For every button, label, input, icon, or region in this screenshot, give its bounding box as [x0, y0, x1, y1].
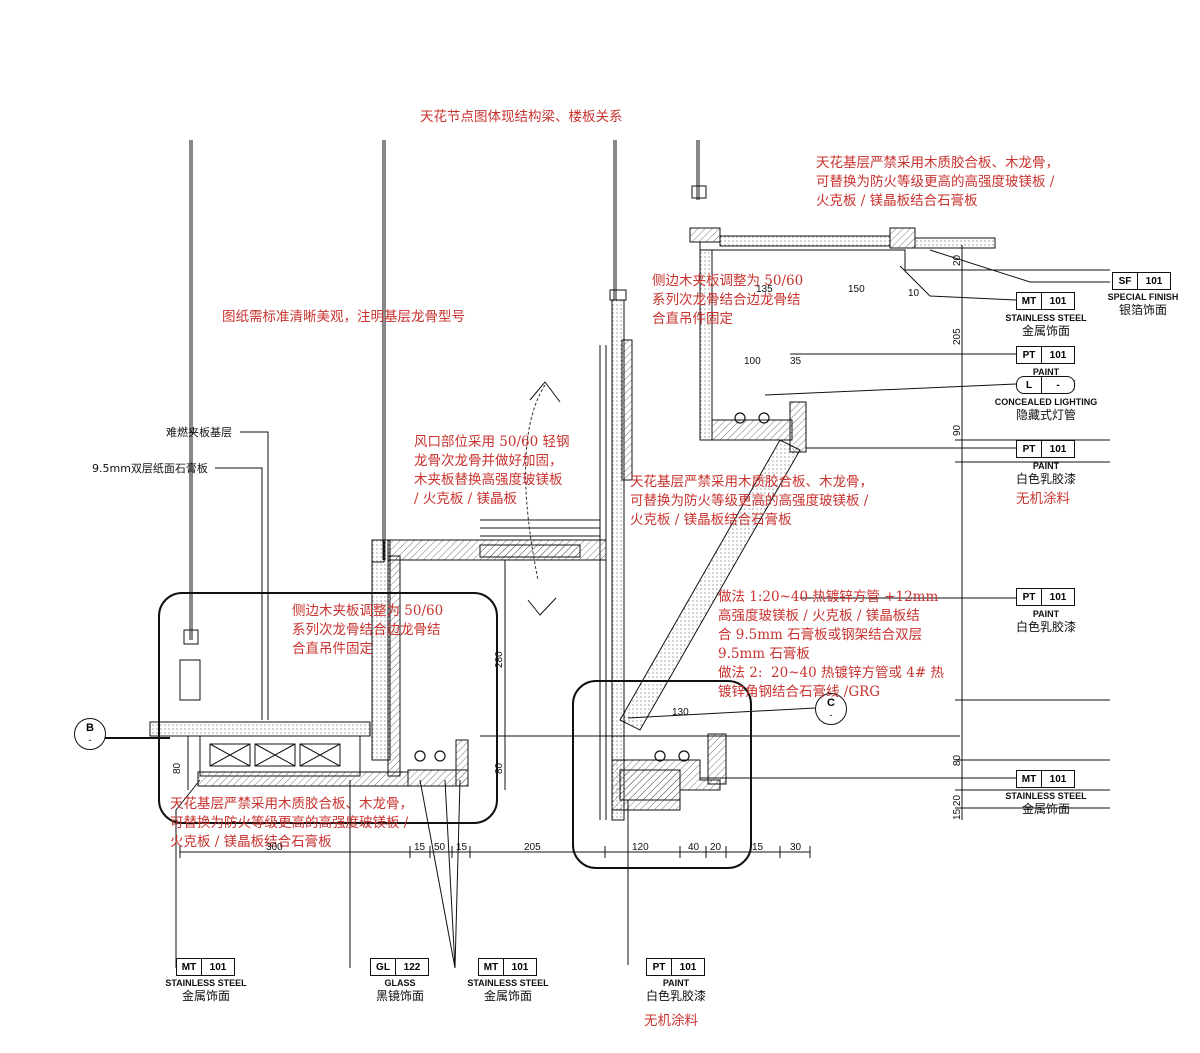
note-top-right: 天花基层严禁采用木质胶合板、木龙骨， 可替换为防火等级更高的高强度玻镁板 / 火… — [816, 155, 1059, 209]
dim-bottom-15b: 15 — [456, 842, 468, 853]
note-side-wood-top: 侧边木夹板调整为 50/60 系列次龙骨结合边龙骨结 合直吊件固定 — [652, 273, 804, 327]
dim-135: 135 — [756, 284, 773, 295]
label-fire-board: 难燃夹板基层 — [166, 426, 232, 439]
highlight-frame-left — [158, 592, 498, 824]
dim-80-v-left: 80 — [172, 762, 183, 774]
note-drawing-requirement: 图纸需标准清晰美观，注明基层龙骨型号 — [222, 309, 465, 325]
dim-15-20-v: 15 20 — [952, 794, 963, 820]
section-marker-c: C- — [815, 693, 847, 725]
dim-bottom-20: 20 — [710, 842, 722, 853]
dim-bottom-300: 300 — [266, 842, 283, 853]
dim-bottom-15c: 15 — [752, 842, 764, 853]
note-bottom-left: 天花基层严禁采用木质胶合板、木龙骨， 可替换为防火等级更高的高强度玻镁板 / 火… — [170, 796, 413, 850]
note-vent: 风口部位采用 50/60 轻钢 龙骨次龙骨并做好加固， 木夹板替换高强度玻镁板 … — [414, 434, 570, 507]
dim-bottom-120: 120 — [632, 842, 649, 853]
dim-bottom-50: 50 — [434, 842, 446, 853]
dim-35: 35 — [790, 356, 802, 367]
note-side-wood-left: 侧边木夹板调整为 50/60 系列次龙骨结合边龙骨结 合直吊件固定 — [292, 603, 444, 657]
dim-280-v: 280 — [494, 651, 505, 668]
dim-10: 10 — [908, 288, 920, 299]
note-inorganic-bottom: 无机涂料 — [644, 1013, 698, 1029]
dim-130: 130 — [672, 707, 689, 718]
drawing-title-note: 天花节点图体现结构梁、楼板关系 — [420, 109, 623, 125]
note-inorganic-right: 无机涂料 — [1016, 491, 1070, 507]
dim-150: 150 — [848, 284, 865, 295]
dim-100: 100 — [744, 356, 761, 367]
highlight-frame-right — [572, 680, 752, 869]
dim-bottom-30: 30 — [790, 842, 802, 853]
note-method: 做法 1:20~40 热镀锌方管 +12mm 高强度玻镁板 / 火克板 / 镁晶… — [718, 589, 944, 700]
dim-bottom-40: 40 — [688, 842, 700, 853]
dim-80-v-mid: 80 — [494, 762, 505, 774]
section-marker-b: B- — [74, 718, 106, 750]
dim-20-v: 20 — [952, 254, 963, 266]
dim-205-v: 205 — [952, 328, 963, 345]
note-mid-right: 天花基层严禁采用木质胶合板、木龙骨， 可替换为防火等级更高的高强度玻镁板 / 火… — [630, 474, 873, 528]
tag-l-concealed: L- — [1016, 376, 1075, 394]
label-gypsum: 9.5mm双层纸面石膏板 — [92, 462, 208, 475]
dim-bottom-205: 205 — [524, 842, 541, 853]
dim-90-v: 90 — [952, 424, 963, 436]
dim-bottom-15a: 15 — [414, 842, 426, 853]
dim-80-v: 80 — [952, 754, 963, 766]
